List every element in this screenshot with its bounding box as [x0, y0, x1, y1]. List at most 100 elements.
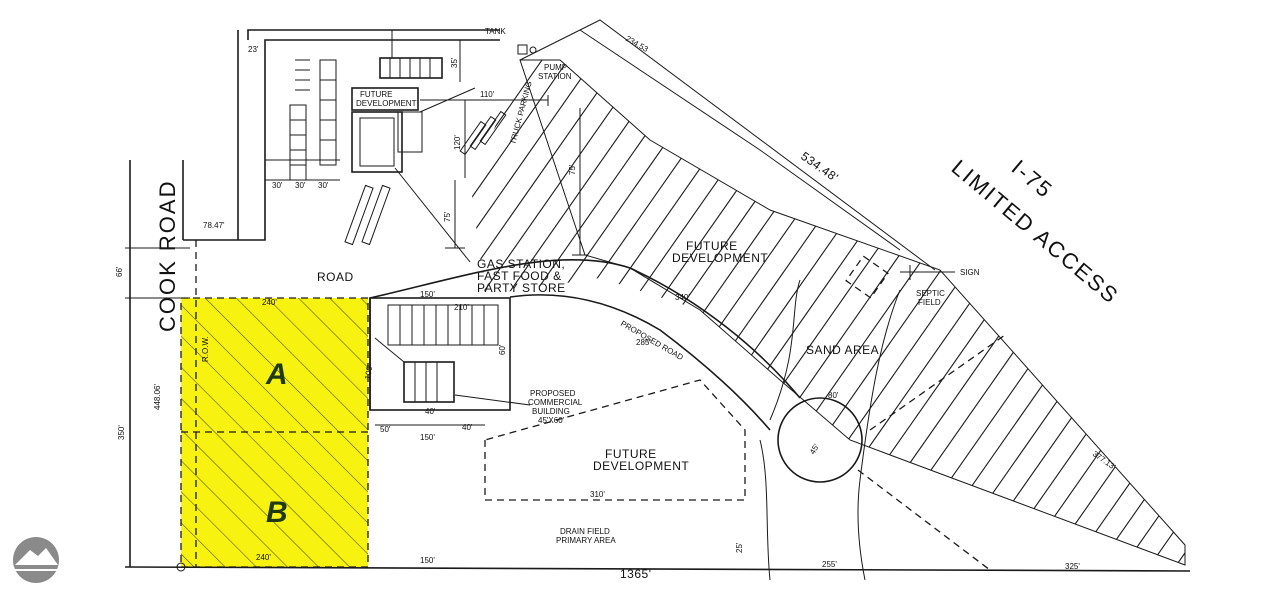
row-label: R.O.W.	[201, 336, 210, 362]
parcel-a-label: A	[265, 358, 288, 391]
fd-north-1: FUTURE	[686, 239, 738, 253]
future-dev-small-2: DEVELOPMENT	[356, 99, 417, 108]
hatch-line	[813, 60, 1185, 565]
dim-proposed-v: 75'	[568, 164, 577, 175]
dim-150-b: 150'	[420, 433, 435, 442]
fd-center-1: FUTURE	[605, 447, 657, 461]
septic-label-1: SEPTIC	[916, 289, 945, 298]
hatch-line	[787, 60, 1185, 565]
dim-120: 120'	[453, 135, 462, 150]
comm-bldg-3: BUILDING	[532, 407, 570, 416]
dim-255: 255'	[822, 560, 837, 569]
dim-534: 534.48'	[798, 149, 841, 185]
road-label: ROAD	[317, 270, 354, 284]
parcels: A B	[180, 297, 369, 568]
mountain-sun-logo	[13, 537, 59, 583]
dim-25: 25'	[735, 542, 744, 553]
hatch-line	[1151, 60, 1185, 565]
hatch-line	[1204, 0, 1280, 593]
cook-road-label: COOK ROAD	[155, 180, 180, 332]
dim-40a: 40'	[425, 407, 436, 416]
dim-35: 35'	[450, 57, 459, 68]
hatch-line	[553, 60, 975, 565]
dim-240-top: 240'	[262, 298, 277, 307]
corner-marker-icon	[176, 562, 186, 572]
comm-bldg-2: COMMERCIAL	[528, 398, 583, 407]
dim-75: 75'	[443, 211, 452, 222]
hatch-line	[683, 60, 1105, 565]
hatch-line	[470, 60, 767, 565]
drain-field-2: PRIMARY AREA	[556, 536, 616, 545]
hatch-line	[470, 60, 793, 565]
dim-150-bottom: 150'	[420, 556, 435, 565]
dim-310: 310'	[590, 490, 605, 499]
hatch-line	[470, 60, 611, 565]
dim-80: 80'	[828, 391, 839, 400]
dim-30c: 30'	[318, 181, 329, 190]
hatch-line	[470, 60, 845, 565]
dim-110: 110'	[480, 90, 495, 99]
hatch-line	[839, 60, 1185, 565]
hatch-line	[1073, 60, 1185, 565]
south-line: 1365' 240' 150' 255' 325'	[124, 553, 1191, 581]
hatch-line	[891, 60, 1185, 565]
dim-60: 60'	[498, 344, 507, 355]
parcel-b-label: B	[266, 496, 288, 529]
commercial-site: 150' 210' 100' 60' 50' 40' 40' 150' PROP…	[363, 290, 583, 442]
cook-road: COOK ROAD 66' 350' 448.06' R.O.W. 78.47'	[115, 160, 225, 567]
dim-45: 45'	[808, 442, 821, 456]
dim-448: 448.06'	[153, 384, 162, 410]
hatch-line	[1047, 60, 1185, 565]
dim-66: 66'	[115, 266, 124, 277]
hatch-line	[761, 60, 1183, 565]
hatch-line	[470, 60, 585, 565]
dim-50: 50'	[380, 425, 391, 434]
sand-area-label: SAND AREA	[806, 343, 879, 357]
hatch-line	[470, 60, 663, 565]
hatch-line	[1177, 60, 1185, 565]
future-dev-small-1: FUTURE	[360, 90, 392, 99]
gas-station-site: 30' 30' 30' 23' FUTURE DEVELOPMENT	[183, 27, 572, 263]
dim-78: 78.47'	[203, 221, 225, 230]
dim-150-mid: 150'	[420, 290, 435, 299]
dim-40b: 40'	[462, 423, 473, 432]
pump-station-label-1: PUMP	[544, 63, 567, 72]
gas-station-label-2: FAST FOOD &	[477, 269, 562, 283]
hatch-line	[631, 60, 1053, 565]
gas-station-label-3: PARTY STORE	[477, 281, 566, 295]
sand-area: SAND AREA SEPTIC FIELD SIGN	[759, 255, 1006, 581]
hatch-line	[527, 60, 949, 565]
sign-label: SIGN	[960, 268, 980, 277]
hatch-line	[1230, 0, 1280, 593]
dim-240-bottom: 240'	[256, 553, 271, 562]
dim-350: 350'	[117, 425, 126, 440]
dim-285: 285'	[636, 338, 651, 347]
fd-center-2: DEVELOPMENT	[593, 459, 689, 473]
dim-210: 210'	[454, 303, 469, 312]
i75-label: I-75	[1007, 155, 1058, 204]
hatch-line	[1099, 60, 1185, 565]
fd-north-2: DEVELOPMENT	[672, 251, 768, 265]
pump-station-label-2: STATION	[538, 72, 572, 81]
hatch-line	[969, 60, 1185, 565]
drain-field-1: DRAIN FIELD	[560, 527, 610, 536]
comm-bldg-4: 45'X60'	[538, 416, 565, 425]
dim-325: 325'	[1065, 562, 1080, 571]
dim-377: 377.13'	[1091, 449, 1118, 472]
comm-bldg-1: PROPOSED	[530, 389, 576, 398]
hatch-line	[1021, 60, 1185, 565]
septic-label-2: FIELD	[918, 298, 941, 307]
hatch-line	[1256, 0, 1280, 593]
hatch-line	[995, 60, 1185, 565]
hatch-line	[470, 60, 819, 565]
proposed-road: 75' PROPOSED ROAD 340' 285' 80' 45'	[369, 108, 863, 483]
dim-234: 234.53	[624, 34, 650, 54]
dim-100: 100'	[363, 364, 375, 381]
dim-30a: 30'	[272, 181, 283, 190]
dim-1365: 1365'	[620, 567, 652, 581]
tank-label: TANK	[485, 27, 506, 36]
future-development-center: FUTURE DEVELOPMENT 310' DRAIN FIELD PRIM…	[484, 379, 746, 553]
dim-340: 340'	[675, 293, 690, 302]
dim-30b: 30'	[295, 181, 306, 190]
